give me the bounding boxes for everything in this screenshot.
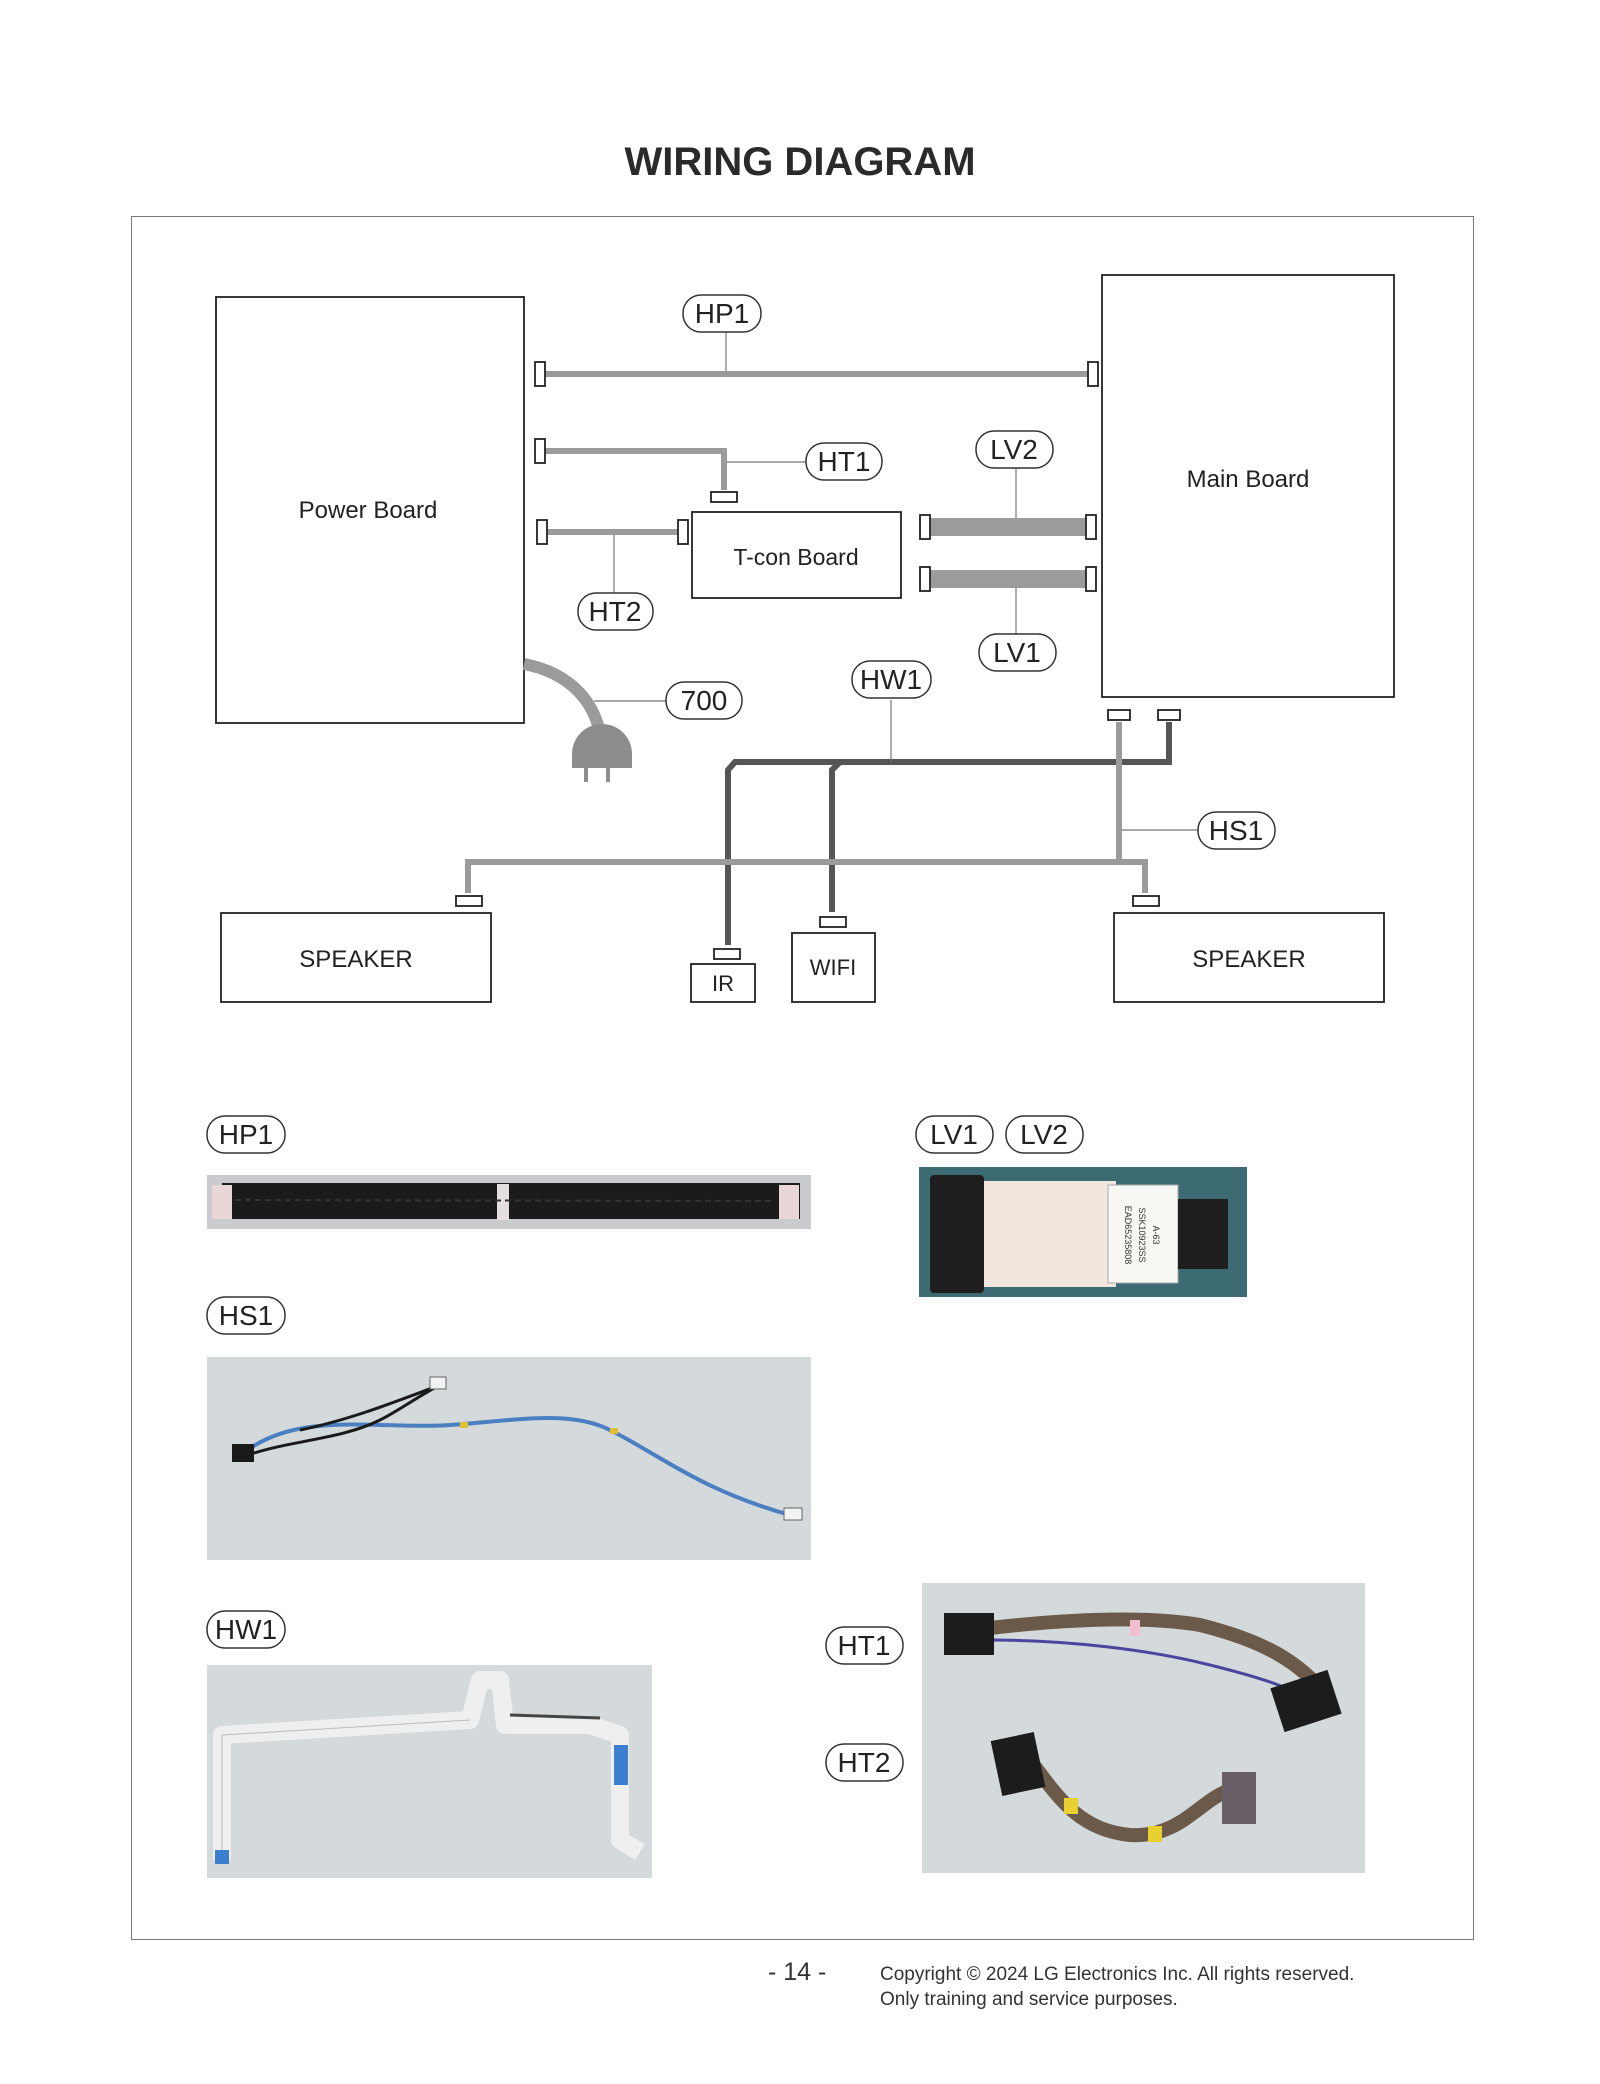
svg-text:HT1: HT1 [838, 1630, 891, 1661]
hw1-cable [713, 700, 1181, 960]
speaker-left-label: SPEAKER [299, 946, 412, 973]
hs1-photo [207, 1357, 811, 1560]
lv-sticker-line2: SSK10923SS [1137, 1207, 1147, 1262]
label-hp1: HP1 [682, 294, 762, 333]
svg-text:HT2: HT2 [589, 596, 642, 627]
tcon-board: T-con Board [691, 511, 902, 599]
label-lv1: LV1 [978, 633, 1057, 672]
photo-label-ht2: HT2 [825, 1743, 904, 1782]
hw1-photo [207, 1665, 652, 1878]
lv1-cable [919, 566, 1097, 634]
hs1-cable [455, 709, 1198, 907]
lv2-cable [919, 468, 1097, 540]
speaker-right-label: SPEAKER [1192, 946, 1305, 973]
svg-text:HW1: HW1 [215, 1614, 277, 1645]
speaker-right: SPEAKER [1113, 912, 1385, 1003]
svg-text:HS1: HS1 [219, 1300, 273, 1331]
label-ht2: HT2 [577, 592, 654, 631]
main-board-label: Main Board [1187, 466, 1310, 493]
ht1-cable [534, 438, 806, 503]
photo-label-hp1: HP1 [206, 1115, 286, 1154]
lv-photo: EAD65235808 SSK10923SS A-63 [919, 1167, 1247, 1297]
power-cord [522, 658, 666, 782]
hp1-cable [534, 332, 1099, 387]
label-ht1: HT1 [805, 442, 883, 481]
main-board: Main Board [1101, 274, 1395, 698]
lv-sticker-line3: A-63 [1151, 1225, 1161, 1244]
page-number: - 14 - [768, 1958, 827, 1986]
power-board-label: Power Board [299, 497, 438, 524]
svg-text:HP1: HP1 [695, 298, 749, 329]
svg-text:HT2: HT2 [838, 1747, 891, 1778]
svg-text:HS1: HS1 [1209, 815, 1263, 846]
speaker-left: SPEAKER [220, 912, 492, 1003]
hp1-photo [207, 1175, 811, 1229]
power-board: Power Board [215, 296, 525, 724]
svg-text:HP1: HP1 [219, 1119, 273, 1150]
lv-sticker-line1: EAD65235808 [1123, 1206, 1133, 1265]
svg-text:HW1: HW1 [860, 664, 922, 695]
photo-label-hs1: HS1 [206, 1296, 286, 1335]
plug-icon [572, 724, 632, 768]
svg-text:LV2: LV2 [1020, 1119, 1068, 1150]
ir-module: IR [690, 963, 756, 1003]
label-700: 700 [665, 681, 743, 720]
wifi-label: WIFI [810, 955, 856, 980]
label-hs1: HS1 [1197, 811, 1276, 850]
svg-text:HT1: HT1 [818, 446, 871, 477]
page-title: WIRING DIAGRAM [624, 140, 976, 184]
ir-label: IR [712, 971, 734, 996]
ht2-cable [536, 519, 689, 593]
photo-label-lv2: LV2 [1005, 1115, 1084, 1154]
label-lv2: LV2 [975, 430, 1054, 469]
ht-photo [922, 1583, 1365, 1873]
copyright-line1: Copyright © 2024 LG Electronics Inc. All… [880, 1964, 1355, 1985]
svg-text:LV1: LV1 [930, 1119, 978, 1150]
svg-text:LV2: LV2 [990, 434, 1038, 465]
photo-label-lv1: LV1 [915, 1115, 994, 1154]
svg-text:LV1: LV1 [993, 637, 1041, 668]
copyright: Copyright © 2024 LG Electronics Inc. All… [880, 1962, 1354, 2012]
diagram-frame [131, 216, 1474, 1940]
svg-text:700: 700 [681, 685, 728, 716]
tcon-board-label: T-con Board [733, 544, 858, 570]
wifi-module: WIFI [791, 932, 876, 1003]
photo-label-hw1: HW1 [206, 1610, 286, 1649]
label-hw1: HW1 [851, 660, 932, 699]
photo-label-ht1: HT1 [825, 1626, 904, 1665]
copyright-line2: Only training and service purposes. [880, 1989, 1178, 2010]
